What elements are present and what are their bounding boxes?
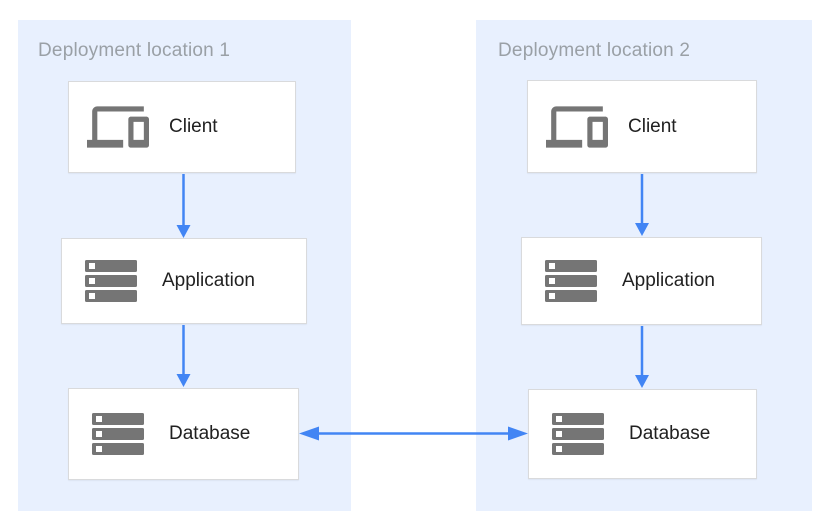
panel-title-location-1: Deployment location 1 [38, 40, 231, 61]
storage-icon [546, 413, 610, 455]
node-label: Application [162, 270, 255, 291]
node-client-loc1: Client [68, 81, 296, 173]
panel-title-location-2: Deployment location 2 [498, 40, 691, 61]
node-label: Client [628, 115, 677, 137]
storage-icon [86, 413, 150, 455]
node-application-loc1: Application [61, 238, 307, 324]
node-database-loc2: Database [528, 389, 757, 479]
storage-icon [539, 260, 603, 302]
node-label: Application [622, 270, 715, 291]
storage-icon [79, 260, 143, 302]
node-database-loc1: Database [68, 388, 299, 480]
node-label: Database [629, 423, 711, 444]
devices-icon [545, 96, 609, 158]
node-application-loc2: Application [521, 237, 762, 325]
devices-icon [86, 96, 150, 158]
node-client-loc2: Client [527, 80, 757, 173]
node-label: Database [169, 423, 251, 444]
node-label: Client [169, 116, 218, 137]
